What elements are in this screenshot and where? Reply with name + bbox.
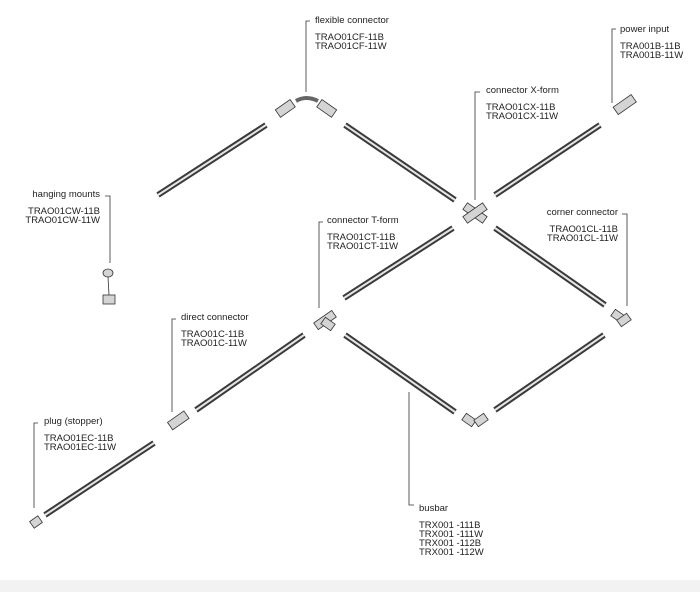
- label-code: TRX001 -111W: [419, 529, 484, 540]
- power-input-part: [612, 94, 637, 116]
- label-plug-stopper: plug (stopper) TRAO01EC-11B TRAO01EC-11W: [44, 416, 117, 453]
- label-code: TRX001 -111B: [419, 520, 481, 531]
- label-code: TRAO01C-11B: [181, 329, 245, 340]
- label-code: TRAO01CL-11W: [546, 233, 618, 244]
- busbar-6: [194, 332, 306, 413]
- label-direct-connector: direct connector TRAO01C-11B TRAO01C-11W: [181, 312, 249, 349]
- label-code: TRAO01CW-11B: [28, 206, 100, 217]
- label-corner-connector: corner connector TRAO01CL-11B TRAO01CL-1…: [546, 207, 618, 244]
- label-code: TRX001 -112W: [419, 547, 484, 558]
- busbar-3: [493, 122, 602, 198]
- label-code: TRAO01CT-11B: [327, 232, 396, 243]
- leader-direct: [171, 318, 176, 412]
- label-code: TRAO01CL-11B: [549, 224, 618, 235]
- leader-plug: [33, 422, 38, 508]
- label-code: TRX001 -112B: [419, 538, 482, 549]
- footer-strip: [0, 580, 700, 592]
- label-hanging-mounts: hanging mounts TRAO01CW-11B TRAO01CW-11W: [25, 189, 100, 226]
- x-connector-part: [462, 202, 488, 224]
- label-title: plug (stopper): [44, 416, 103, 427]
- label-code: TRAO01CT-11W: [327, 241, 399, 252]
- direct-connector-part: [166, 410, 190, 431]
- label-title: flexible connector: [315, 15, 389, 26]
- label-title: direct connector: [181, 312, 249, 323]
- label-code: TRA001B-11B: [620, 41, 681, 52]
- busbar-1: [156, 122, 268, 198]
- label-code: TRAO01CF-11W: [315, 41, 387, 52]
- label-title: busbar: [419, 503, 449, 514]
- busbar-7: [343, 332, 457, 415]
- label-code: TRAO01CW-11W: [25, 215, 100, 226]
- label-flexible-connector: flexible connector TRAO01CF-11B TRAO01CF…: [315, 15, 389, 52]
- label-title: connector X-form: [486, 85, 559, 96]
- leader-power: [611, 28, 616, 103]
- busbar-2: [343, 122, 457, 203]
- busbar-4: [342, 225, 455, 301]
- label-code: TRAO01CX-11B: [486, 102, 556, 113]
- leader-tform: [318, 221, 323, 308]
- plug-stopper-part: [29, 515, 43, 529]
- label-title: corner connector: [546, 207, 618, 218]
- label-code: TRAO01CX-11W: [486, 111, 559, 122]
- leader-hanging: [105, 195, 111, 263]
- leader-flexible: [305, 20, 310, 92]
- label-code: TRA001B-11W: [620, 50, 684, 61]
- leader-lines: [33, 20, 628, 508]
- label-connector-x-form: connector X-form TRAO01CX-11B TRAO01CX-1…: [486, 85, 559, 122]
- label-busbar: busbar TRX001 -111B TRX001 -111W TRX001 …: [419, 503, 484, 558]
- label-power-input: power input TRA001B-11B TRA001B-11W: [620, 24, 684, 61]
- leader-xform: [474, 91, 480, 200]
- t-connector-part: [313, 309, 337, 332]
- flexible-connector-part: [274, 96, 338, 118]
- hanging-mount-part: [102, 268, 116, 305]
- label-title: power input: [620, 24, 670, 35]
- label-title: hanging mounts: [32, 189, 100, 200]
- busbar-9: [43, 440, 156, 518]
- busbar-5: [493, 225, 607, 308]
- label-code: TRAO01CF-11B: [315, 32, 384, 43]
- corner-connector-part: [610, 308, 632, 328]
- label-code: TRAO01EC-11W: [44, 442, 117, 453]
- label-code: TRAO01C-11W: [181, 338, 247, 349]
- busbar-8: [493, 332, 606, 413]
- label-title: connector T-form: [327, 215, 399, 226]
- l-connector-part: [461, 412, 489, 428]
- label-code: TRAO01EC-11B: [44, 433, 114, 444]
- leader-busbar: [408, 392, 414, 506]
- leader-corner: [622, 213, 628, 306]
- label-connector-t-form: connector T-form TRAO01CT-11B TRAO01CT-1…: [327, 215, 399, 252]
